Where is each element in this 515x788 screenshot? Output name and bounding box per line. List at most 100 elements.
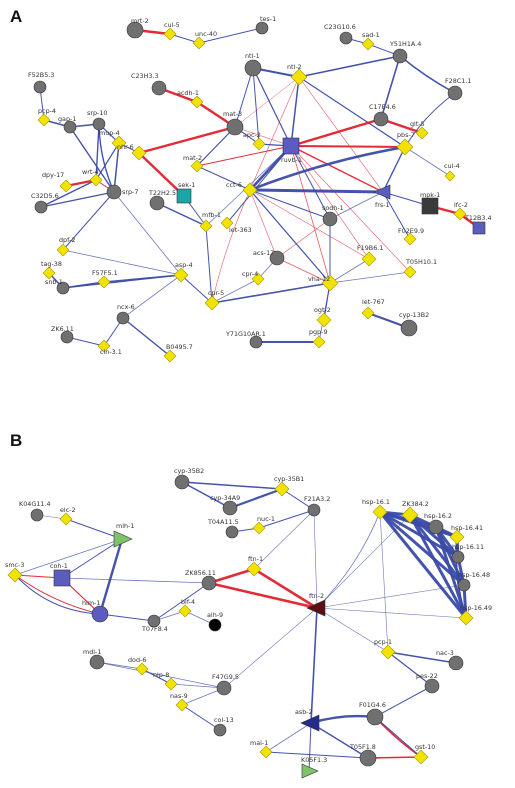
edge-asb-2-T05F1.8 [310, 722, 369, 759]
node-K04G11.4: K04G11.4 [19, 500, 51, 522]
node-him-1: him-1 [82, 599, 109, 623]
node-mrt-2: mrt-2 [126, 17, 149, 39]
node-shape-ZK856.11 [201, 575, 217, 591]
node-shape-ogt-2 [316, 312, 332, 328]
edge-hsp-16.41-hsp-16.49 [455, 536, 467, 619]
edge-ntl-2-cct-6 [249, 76, 300, 191]
node-label: hsp-16.41 [451, 524, 483, 532]
node-shape-dpf-2 [56, 243, 70, 257]
node-shape-nuc-1 [252, 521, 266, 535]
node-F01G4.6: F01G4.6 [359, 701, 386, 726]
node-ogt-2: ogt-2 [314, 306, 332, 328]
edge-ntl-2-pbs-7 [298, 76, 406, 148]
node-label: C23G10.6 [324, 23, 356, 31]
node-label: him-1 [82, 599, 100, 607]
node-shape-unc-40 [192, 36, 206, 50]
node-shape-lfc-2 [453, 207, 467, 221]
node-label: pcp-4 [38, 107, 56, 115]
node-shape-Y71G10AR.1 [249, 335, 263, 349]
node-blf-4: blf-4 [178, 598, 195, 618]
node-sek-1: sek-1 [176, 181, 195, 204]
node-ntl-1: ntl-1 [244, 52, 262, 77]
node-label: ZK6.11 [51, 325, 74, 333]
node-sodh-1: sodh-1 [322, 204, 344, 227]
node-ruvb-1: ruvb-1 [281, 137, 302, 164]
node-label: F28C1.1 [445, 77, 471, 85]
node-asb-2: asb-2 [295, 708, 320, 732]
node-label: elc-2 [60, 506, 76, 514]
node-sad-1: sad-1 [361, 31, 380, 51]
edge-F21A3.2-ftn-2 [313, 509, 318, 609]
node-cyp-35B2: cyp-35B2 [174, 467, 204, 490]
node-label: nuc-1 [257, 515, 275, 523]
edge-srp-7-asp-4 [113, 191, 182, 276]
node-shape-gap-1 [63, 120, 77, 134]
node-unc-40: unc-40 [192, 30, 217, 50]
node-srp-7: srp-7 [106, 184, 138, 200]
node-apc-2: apc-2 [243, 131, 266, 151]
edge-cct-6-mat-2 [196, 165, 251, 191]
node-shape-srp-7 [106, 184, 122, 200]
edge-F47G9.5-ftn-2 [223, 607, 318, 689]
node-frs-1: frs-1 [373, 184, 391, 209]
node-dpy-17: dpy-17 [42, 171, 73, 193]
node-label: blf-4 [181, 598, 195, 606]
node-ZK856.11: ZK856.11 [185, 569, 217, 591]
node-shape-asp-4 [173, 267, 189, 283]
node-cyp-13B2: cyp-13B2 [399, 311, 429, 337]
node-shape-elc-2 [59, 512, 73, 526]
node-tag-38: tag-38 [41, 260, 62, 280]
node-mat-3: mat-3 [223, 110, 244, 136]
node-shape-F19B6.1 [361, 251, 377, 267]
node-shape-vha-12 [321, 274, 339, 292]
node-shape-F28C1.1 [447, 85, 463, 101]
node-label: ntl-1 [245, 52, 260, 60]
node-F02E9.9: F02E9.9 [398, 227, 424, 246]
edge-cct-6-vha-12 [249, 189, 331, 284]
node-shape-K05F1.3 [301, 763, 319, 779]
edge-dpf-2-asp-4 [62, 249, 182, 276]
node-acdh-1: acdh-1 [177, 89, 204, 109]
node-shape-C32D5.6 [34, 200, 48, 214]
node-label: ZK856.11 [185, 569, 216, 577]
node-shape-pcp-1 [380, 644, 396, 660]
edge-cct-6-frs-1 [248, 188, 385, 194]
node-nlp-8: nlp-8 [153, 671, 178, 691]
node-shape-pgp-9 [312, 335, 326, 349]
node-nuc-1: nuc-1 [252, 515, 275, 535]
node-label: hsp-16.49 [460, 604, 492, 612]
node-elc-2: elc-2 [59, 506, 76, 526]
node-cul-5: cul-5 [163, 21, 180, 41]
edge-asb-2-mai-1 [265, 722, 312, 753]
node-shape-ZK6.11 [60, 330, 74, 344]
edge-cct-6-acs-17 [249, 189, 278, 259]
edge-cyp-35B2-cyp-35B1 [181, 481, 283, 490]
edge-mai-1-T05F1.8 [265, 751, 369, 759]
edge-pcp-1-hsp-16.1 [379, 511, 389, 653]
edge-pbs-7-frs-1 [382, 146, 406, 193]
node-shape-F52B5.3 [33, 80, 47, 94]
node-label: alh-9 [207, 611, 223, 619]
node-shape-T22H2.5 [149, 195, 165, 211]
node-label: cul-5 [164, 21, 180, 29]
node-label: nhr-6 [117, 143, 134, 151]
node-nhr-6: nhr-6 [117, 143, 147, 161]
node-shape-glt-5 [415, 126, 429, 140]
node-shape-T04A11.5 [225, 525, 239, 539]
node-hsp-16.49: hsp-16.49 [458, 604, 492, 626]
node-alh-9: alh-9 [207, 611, 223, 632]
node-B0495.7: B0495.7 [163, 343, 193, 363]
node-shape-asb-2 [300, 714, 320, 732]
node-shape-F01G4.6 [366, 708, 384, 726]
node-shape-him-1 [91, 605, 109, 623]
edge-ntl-1-mat-3 [234, 67, 254, 128]
node-shape-ntl-1 [244, 59, 262, 77]
node-shape-sad-1 [361, 37, 375, 51]
node-ZK384.2: ZK384.2 [401, 500, 429, 524]
edge-ruvb-1-frs-1 [290, 145, 384, 193]
edge-ftn-2-hsp-16.1 [316, 511, 381, 609]
node-label: hsp-16.11 [452, 543, 484, 551]
node-cpr-5: cpr-5 [204, 289, 224, 311]
node-hsp-16.41: hsp-16.41 [449, 524, 483, 545]
